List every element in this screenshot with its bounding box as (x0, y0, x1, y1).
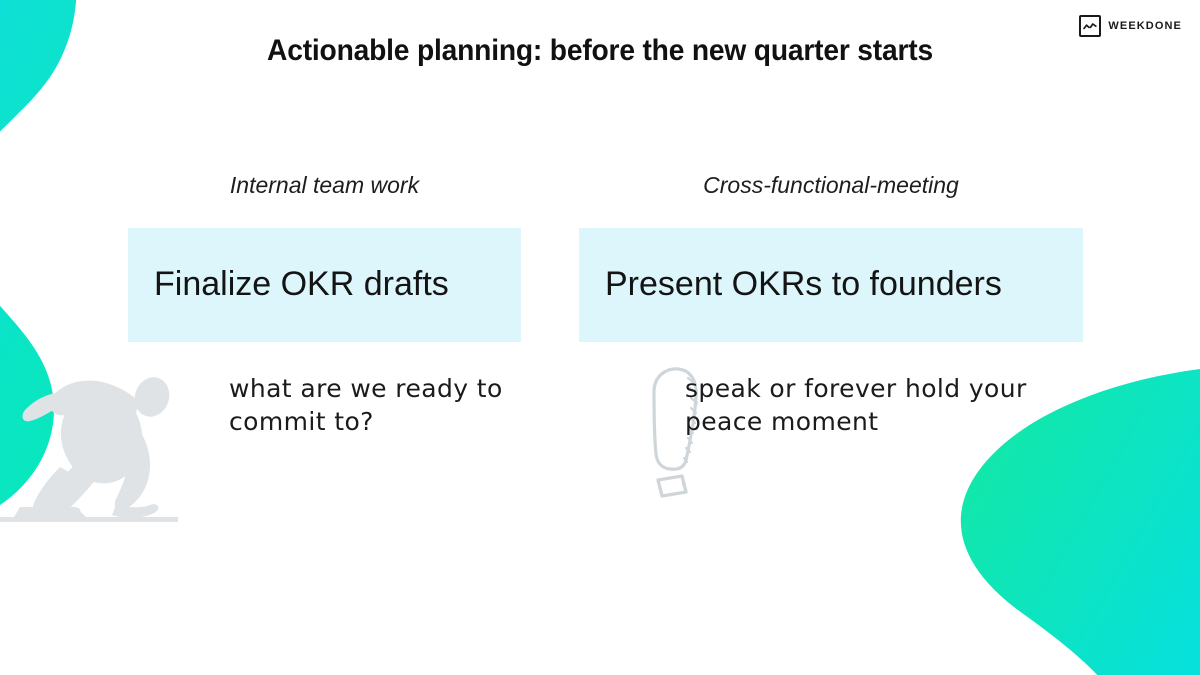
sparkline-chart-icon (1079, 15, 1102, 37)
column-label: Cross-functional-meeting (703, 172, 959, 198)
note-row: speak or forever hold your peace moment (579, 372, 1083, 438)
handwritten-note: speak or forever hold your peace moment (685, 374, 1027, 436)
column-label: Internal team work (229, 172, 420, 198)
card-title: Present OKRs to founders (605, 265, 1002, 304)
handwritten-note: what are we ready to commit to? (229, 374, 503, 436)
column-cross-functional-meeting: Cross-functional-meeting Present OKRs to… (579, 172, 1083, 438)
note-row: what are we ready to commit to? (128, 372, 521, 438)
column-internal-team-work: Internal team work Finalize OKR drafts w… (128, 172, 521, 438)
weekdone-logo[interactable]: WEEKDONE (1079, 15, 1182, 37)
page-title: Actionable planning: before the new quar… (267, 34, 933, 67)
columns-container: Internal team work Finalize OKR drafts w… (128, 172, 1083, 438)
okr-card-present-to-founders[interactable]: Present OKRs to founders (579, 228, 1083, 342)
logo-wordmark: WEEKDONE (1108, 20, 1182, 32)
okr-card-finalize-drafts[interactable]: Finalize OKR drafts (128, 228, 521, 342)
card-title: Finalize OKR drafts (154, 265, 449, 304)
decorative-blob-left (0, 0, 77, 506)
